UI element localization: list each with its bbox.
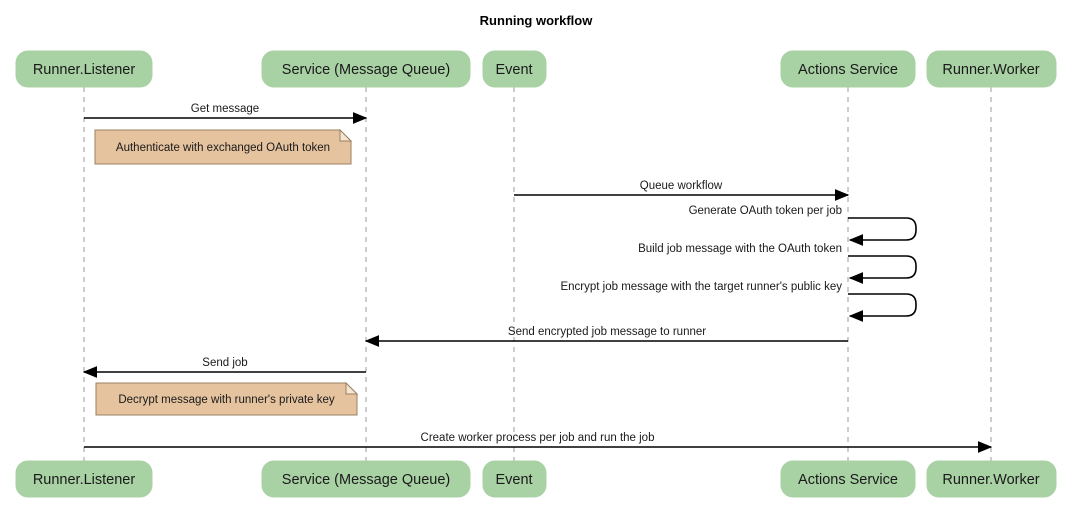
message-self-loop[interactable] (848, 255, 917, 284)
participant-box[interactable] (926, 50, 1057, 88)
note-label: Authenticate with exchanged OAuth token (116, 142, 330, 154)
participant-event-bottom[interactable]: Event (482, 460, 547, 498)
message-build-job-message-with-the-oauth-token[interactable]: Build job message with the OAuth token (638, 243, 917, 284)
message-queue-workflow[interactable]: Queue workflow (514, 180, 850, 201)
message-self-loop[interactable] (848, 293, 917, 322)
message-send-job[interactable]: Send job (82, 357, 366, 378)
participant-box[interactable] (261, 50, 471, 88)
message-encrypt-job-message-with-the-target-runners-public-key[interactable]: Encrypt job message with the target runn… (560, 281, 917, 322)
participant-label: Event (495, 472, 532, 488)
participant-box[interactable] (482, 50, 547, 88)
participant-service-message-queue-top[interactable]: Service (Message Queue) (261, 50, 471, 88)
note-fold-corner-icon (339, 128, 353, 142)
participant-label: Service (Message Queue) (282, 472, 450, 488)
notes-layer: Authenticate with exchanged OAuth tokenD… (94, 128, 359, 416)
participant-service-message-queue-bottom[interactable]: Service (Message Queue) (261, 460, 471, 498)
message-get-message[interactable]: Get message (84, 103, 368, 124)
participant-actions-service-bottom[interactable]: Actions Service (780, 460, 916, 498)
participant-box[interactable] (926, 460, 1057, 498)
participant-label: Runner.Worker (942, 62, 1039, 78)
participant-runner-listener-top[interactable]: Runner.Listener (15, 50, 153, 88)
participant-label: Runner.Worker (942, 472, 1039, 488)
participant-box[interactable] (15, 460, 153, 498)
message-label: Encrypt job message with the target runn… (560, 281, 842, 293)
participant-runner-worker-bottom[interactable]: Runner.Worker (926, 460, 1057, 498)
participant-runner-listener-bottom[interactable]: Runner.Listener (15, 460, 153, 498)
message-label: Get message (191, 103, 259, 115)
note-fold-corner-icon (345, 381, 359, 395)
message-create-worker-process-per-job-and-run-the-job[interactable]: Create worker process per job and run th… (84, 432, 993, 453)
note-authenticate-with-exchanged-oauth-token[interactable]: Authenticate with exchanged OAuth token (94, 128, 353, 165)
message-self-loop[interactable] (848, 217, 917, 246)
note-decrypt-message-with-runners-private-key[interactable]: Decrypt message with runner's private ke… (95, 381, 359, 416)
participant-runner-worker-top[interactable]: Runner.Worker (926, 50, 1057, 88)
participant-label: Event (495, 62, 532, 78)
participant-box[interactable] (482, 460, 547, 498)
message-label: Send job (202, 357, 247, 369)
participant-box[interactable] (15, 50, 153, 88)
page-title: Running workflow (480, 13, 594, 28)
participant-label: Actions Service (798, 62, 898, 78)
message-label: Queue workflow (640, 180, 723, 192)
message-label: Send encrypted job message to runner (508, 326, 706, 338)
message-generate-oauth-token-per-job[interactable]: Generate OAuth token per job (689, 205, 917, 246)
note-body[interactable] (94, 129, 352, 165)
participant-label: Actions Service (798, 472, 898, 488)
participant-actions-service-top[interactable]: Actions Service (780, 50, 916, 88)
participant-label: Service (Message Queue) (282, 62, 450, 78)
participant-box[interactable] (780, 50, 916, 88)
message-label: Generate OAuth token per job (689, 205, 842, 217)
participant-event-top[interactable]: Event (482, 50, 547, 88)
note-body[interactable] (95, 382, 358, 416)
lifelines-layer (83, 87, 992, 461)
message-label: Create worker process per job and run th… (421, 432, 655, 444)
participant-box[interactable] (780, 460, 916, 498)
message-label: Build job message with the OAuth token (638, 243, 842, 255)
participant-label: Runner.Listener (33, 472, 136, 488)
participant-box[interactable] (261, 460, 471, 498)
note-label: Decrypt message with runner's private ke… (118, 394, 335, 406)
participant-label: Runner.Listener (33, 62, 136, 78)
message-send-encrypted-job-message-to-runner[interactable]: Send encrypted job message to runner (364, 326, 848, 347)
